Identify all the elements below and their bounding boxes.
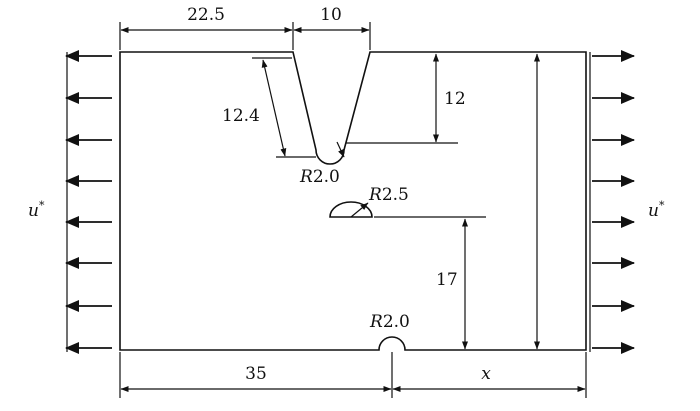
dim-10-label: 10 [320, 5, 342, 25]
center-half-hole [329, 201, 373, 218]
dim-22-5-label: 22.5 [187, 5, 225, 25]
specimen-outline [119, 51, 587, 351]
dim-x-label: x [481, 364, 491, 384]
notch-radius-label: R2.0 [299, 167, 340, 187]
right-load-arrows [592, 50, 635, 354]
right-load-label: u* [648, 199, 665, 221]
notch-radius-leader [336, 141, 345, 158]
left-load-arrows [65, 50, 112, 354]
hole-radius-line [350, 202, 369, 218]
dim-17-label: 17 [436, 270, 458, 290]
dim-12-label: 12 [444, 89, 466, 109]
dim-12-4-line [261, 59, 287, 157]
left-load-label: u* [28, 199, 45, 221]
dim-12-4-label: 12.4 [222, 106, 260, 126]
bottom-notch-radius-label: R2.0 [369, 312, 410, 332]
dim-35-label: 35 [245, 364, 267, 384]
hole-radius-label: R2.5 [368, 185, 409, 205]
